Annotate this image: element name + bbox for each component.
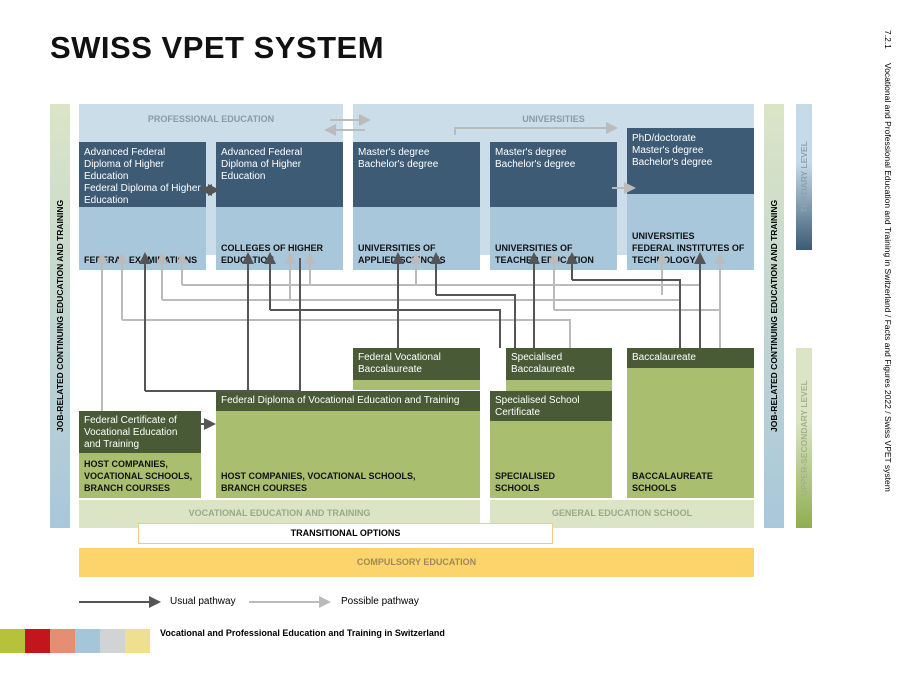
caption-text: Vocational and Professional Education an… bbox=[883, 62, 893, 492]
degree-text: PhD/doctorate Master's degree Bachelor's… bbox=[627, 128, 754, 194]
specialised-school-certificate: Specialised School Certificate bbox=[490, 391, 612, 421]
degree-text: Advanced Federal Diploma of Higher Educa… bbox=[79, 142, 206, 207]
page-title: SWISS VPET SYSTEM bbox=[50, 30, 385, 65]
swatch bbox=[0, 629, 25, 653]
color-swatches bbox=[0, 629, 150, 653]
legend-usual-label: Usual pathway bbox=[170, 596, 236, 607]
possible-arrow bbox=[454, 122, 618, 135]
baccalaureate-schools: BACCALAUREATE SCHOOLS bbox=[627, 348, 754, 498]
swatch bbox=[25, 629, 50, 653]
footer-text: Vocational and Professional Education an… bbox=[160, 628, 445, 638]
caption-number: 7.2.1 bbox=[883, 30, 893, 49]
swatch bbox=[100, 629, 125, 653]
usual-arrow bbox=[145, 258, 301, 392]
usual-arrow bbox=[572, 279, 681, 348]
swatch bbox=[125, 629, 150, 653]
degree-text: Master's degree Bachelor's degree bbox=[490, 142, 617, 207]
institution-text: UNIVERSITIES OF TEACHER EDUCATION bbox=[490, 207, 617, 270]
swatch bbox=[75, 629, 100, 653]
federal-certificate-vet: Federal Certificate of Vocational Educat… bbox=[79, 411, 201, 453]
specialised-baccalaureate: Specialised Baccalaureate bbox=[506, 348, 612, 380]
universities-box: PhD/doctorate Master's degree Bachelor's… bbox=[627, 128, 754, 270]
universities-label: UNIVERSITIES bbox=[522, 114, 585, 124]
usual-arrow bbox=[270, 309, 501, 348]
fed-cert-institution: HOST COMPANIES, VOCATIONAL SCHOOLS, BRAN… bbox=[79, 453, 201, 498]
transitional-options: TRANSITIONAL OPTIONS bbox=[138, 523, 553, 544]
degree-text: Master's degree Bachelor's degree bbox=[353, 142, 480, 207]
ute-box: Master's degree Bachelor's degree UNIVER… bbox=[490, 142, 617, 270]
compulsory-education: COMPULSORY EDUCATION bbox=[79, 548, 754, 577]
colleges-box: Advanced Federal Diploma of Higher Educa… bbox=[216, 142, 343, 270]
baccalaureate: Baccalaureate bbox=[627, 348, 754, 368]
legend-possible-label: Possible pathway bbox=[341, 596, 419, 607]
federal-examinations-box: Advanced Federal Diploma of Higher Educa… bbox=[79, 142, 206, 270]
uas-box: Master's degree Bachelor's degree UNIVER… bbox=[353, 142, 480, 270]
degree-text: Advanced Federal Diploma of Higher Educa… bbox=[216, 142, 343, 207]
federal-diploma-vet: Federal Diploma of Vocational Education … bbox=[216, 391, 480, 411]
usual-arrow bbox=[436, 294, 516, 348]
swatch bbox=[50, 629, 75, 653]
federal-vocational-baccalaureate: Federal Vocational Baccalaureate bbox=[353, 348, 480, 380]
professional-education-label: PROFESSIONAL EDUCATION bbox=[147, 114, 275, 124]
